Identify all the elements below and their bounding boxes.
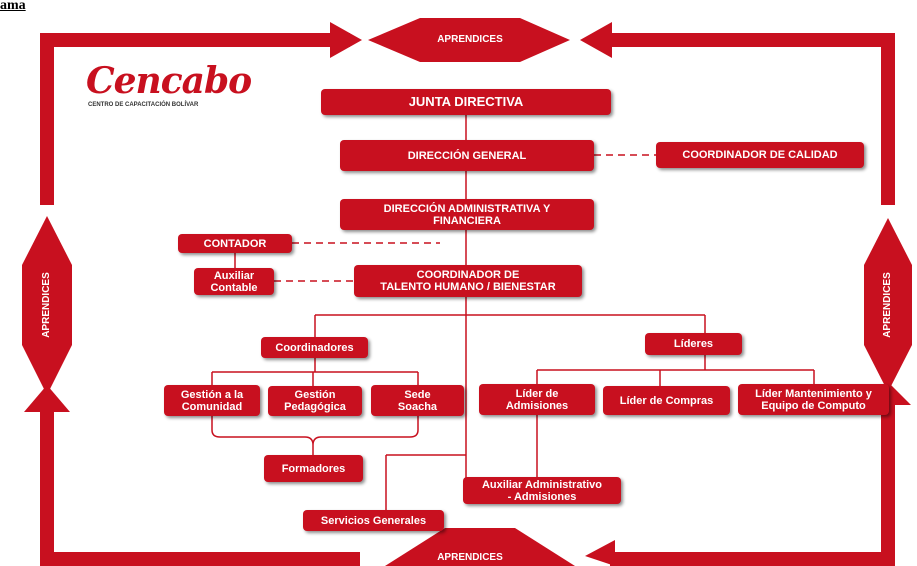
node-direccion-general: DIRECCIÓN GENERAL — [340, 140, 594, 171]
aprendices-right-label: APRENDICES — [882, 272, 893, 338]
node-lider-admisiones: Líder de Admisiones — [479, 384, 595, 415]
cencabo-logo: Cencabo CENTRO DE CAPACITACIÓN BOLÍVAR — [86, 62, 252, 116]
node-coordinador-calidad: COORDINADOR DE CALIDAD — [656, 142, 864, 168]
aprendices-top-label: APRENDICES — [437, 34, 503, 45]
node-servicios-generales: Servicios Generales — [303, 510, 444, 531]
node-coordinadores: Coordinadores — [261, 337, 368, 358]
node-lider-compras: Líder de Compras — [603, 386, 730, 415]
aprendices-bottom-label: APRENDICES — [437, 552, 503, 563]
node-direccion-administrativa: DIRECCIÓN ADMINISTRATIVA Y FINANCIERA — [340, 199, 594, 230]
node-auxiliar-contable: Auxiliar Contable — [194, 268, 274, 295]
node-contador: CONTADOR — [178, 234, 292, 253]
node-gestion-comunidad: Gestión a la Comunidad — [164, 385, 260, 416]
node-gestion-pedagogica: Gestión Pedagógica — [268, 386, 362, 416]
node-lider-mantenimiento: Líder Mantenimiento y Equipo de Computo — [738, 384, 889, 415]
dashed-links — [274, 154, 656, 282]
node-sede-soacha: Sede Soacha — [371, 385, 464, 416]
solid-links — [211, 115, 815, 510]
node-auxiliar-administrativo: Auxiliar Administrativo - Admisiones — [463, 477, 621, 504]
corner-title: ama — [0, 0, 26, 13]
node-coordinador-talento-humano: COORDINADOR DE TALENTO HUMANO / BIENESTA… — [354, 265, 582, 297]
logo-wordmark: Cencabo — [86, 60, 252, 102]
node-formadores: Formadores — [264, 455, 363, 482]
aprendices-left-label: APRENDICES — [41, 272, 52, 338]
node-lideres: Líderes — [645, 333, 742, 355]
node-junta-directiva: JUNTA DIRECTIVA — [321, 89, 611, 115]
aprendices-loop — [22, 18, 912, 566]
logo-subtitle: CENTRO DE CAPACITACIÓN BOLÍVAR — [88, 102, 199, 108]
